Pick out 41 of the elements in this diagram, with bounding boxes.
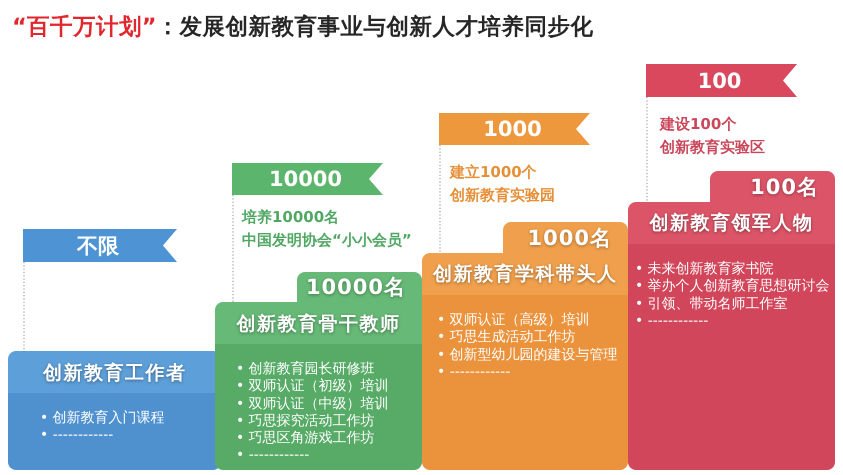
step-block (628, 202, 835, 470)
list-item: • 双师认证（高级）培训 (437, 312, 591, 330)
flag-caption: 建立1000个 (450, 162, 537, 183)
block-heading: 创新教育骨干教师 (236, 312, 400, 337)
flag-caption: 建设100个 (660, 114, 736, 135)
flag-caption: 创新教育实验区 (660, 137, 765, 158)
title: “百千万计划”：发展创新教育事业与创新人才培养同步化 (12, 13, 594, 42)
flag-caption: 培养10000名 (242, 207, 340, 228)
list-item: • 引领、带动名师工作室 (635, 296, 789, 313)
list-item: • 创新教育入门课程 (40, 410, 165, 428)
list-item: • ------------ (40, 427, 114, 445)
flag-caption: 中国发明协会“小小会员” (242, 230, 412, 251)
step-block (215, 302, 422, 470)
list-item: • ------------ (236, 447, 310, 465)
flag-banner: 10000 (232, 163, 383, 195)
list-item: • 创新教育园长研修班 (236, 361, 376, 378)
step-block (422, 253, 628, 470)
count-tab: 100名 (710, 171, 835, 202)
dotted-line (23, 262, 25, 351)
block-heading: 创新教育领军人物 (650, 211, 814, 236)
list-item: • 双师认证（初级）培训 (236, 378, 389, 396)
flag-banner: 100 (646, 64, 797, 97)
block-heading: 创新教育学科带头人 (432, 262, 618, 287)
flag-banner: 不限 (23, 229, 177, 262)
flag-banner: 1000 (439, 113, 590, 145)
dotted-line (646, 97, 648, 202)
list-item: • 创新型幼儿园的建设与管理 (437, 346, 618, 364)
count-tab: 10000名 (297, 272, 422, 302)
flag-caption: 创新教育实验园 (450, 185, 555, 206)
list-item: • 双师认证（中级）培训 (236, 396, 389, 413)
count-tab: 1000名 (503, 222, 628, 253)
block-heading: 创新教育工作者 (42, 361, 186, 386)
dotted-line (439, 145, 441, 253)
dotted-line (232, 195, 234, 302)
list-item: • 巧思探究活动工作坊 (236, 412, 376, 430)
list-item: • ------------ (635, 312, 710, 330)
list-item: • 巧思生成活动工作坊 (437, 329, 577, 347)
list-item: • 举办个人创新教育思想研讨会 (635, 278, 830, 296)
list-item: • 未来创新教育家书院 (635, 261, 775, 278)
list-item: • 巧思区角游戏工作坊 (236, 430, 376, 448)
list-item: • ------------ (437, 364, 512, 382)
